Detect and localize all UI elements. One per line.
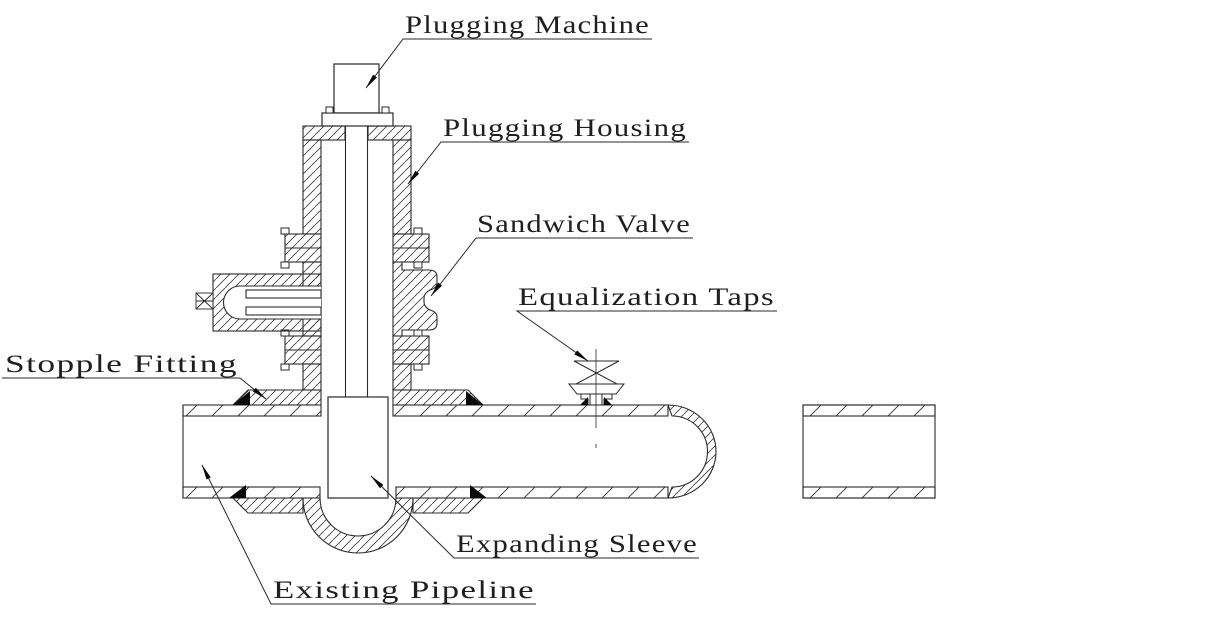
leader-stopple-fitting (2, 377, 267, 400)
leader-equalization-taps (515, 310, 777, 362)
weld-tap-left (580, 397, 588, 405)
tap-body (580, 394, 613, 405)
label-equalization-taps: Equalization Taps (518, 284, 775, 311)
leader-plugging-housing (407, 141, 689, 185)
gate-stem-upper (245, 289, 322, 299)
machine-body (333, 63, 380, 114)
machine-flange (321, 112, 394, 127)
weld-fillets (229, 391, 612, 498)
housing-wall-left (302, 139, 322, 235)
stopple-fitting-shape (231, 363, 485, 554)
label-plugging-machine: Plugging Machine (405, 12, 650, 39)
plugging-machine-shape (321, 63, 394, 127)
housing-top-cap-left (302, 125, 346, 141)
machine-bolt-right (381, 106, 390, 114)
label-plugging-housing: Plugging Housing (443, 115, 687, 142)
saddle-lower-left (231, 497, 304, 514)
labels: Plugging Machine Plugging Housing Sandwi… (5, 12, 775, 604)
weld-lower-right (470, 485, 487, 498)
pipe-end-cap (667, 404, 717, 499)
pipe-top-wall-left (182, 404, 322, 417)
pipe-top-wall-right (392, 404, 669, 417)
right-pipe-top-wall (802, 404, 936, 417)
label-existing-pipeline: Existing Pipeline (273, 577, 535, 604)
leader-lines (2, 38, 777, 605)
leader-sandwich-valve (430, 237, 693, 297)
weld-tap-right (604, 397, 612, 405)
pipe-bottom-wall-right (395, 486, 669, 499)
sandwich-valve-shape (195, 227, 438, 371)
housing-wall-right (392, 139, 412, 235)
leader-existing-pipeline (201, 464, 536, 605)
flange-bolts (280, 227, 423, 371)
right-pipe-outline (802, 404, 936, 499)
tap-bonnet (567, 383, 626, 395)
spool-wall-left (302, 363, 322, 391)
tap-valve-symbol (573, 360, 620, 385)
plugging-housing-shape (302, 125, 412, 235)
weld-upper-right (466, 391, 483, 405)
machine-bolt-left (325, 106, 334, 114)
spool-wall-right (392, 363, 412, 391)
right-pipe-bottom-wall (802, 486, 936, 499)
plugging-rod (344, 126, 369, 397)
housing-top-cap-right (367, 125, 412, 141)
weld-lower-left (229, 485, 246, 498)
valve-body-right (392, 261, 438, 337)
saddle-lower-right (412, 497, 485, 514)
equalization-tap-shape (567, 349, 626, 448)
label-expanding-sleeve: Expanding Sleeve (456, 531, 698, 558)
label-stopple-fitting: Stopple Fitting (5, 351, 238, 378)
pipe-bottom-wall-left (182, 486, 321, 499)
right-pipe-section (802, 404, 936, 499)
existing-pipeline-shape (182, 404, 717, 499)
actuator-screw (195, 292, 214, 310)
lower-cup (302, 497, 414, 554)
leader-plugging-machine (365, 38, 652, 89)
label-sandwich-valve: Sandwich Valve (477, 211, 691, 238)
leader-expanding-sleeve (370, 475, 699, 559)
expanding-sleeve-shape (327, 396, 389, 499)
gate-stem-lower (245, 306, 322, 316)
weld-upper-left (233, 391, 250, 405)
